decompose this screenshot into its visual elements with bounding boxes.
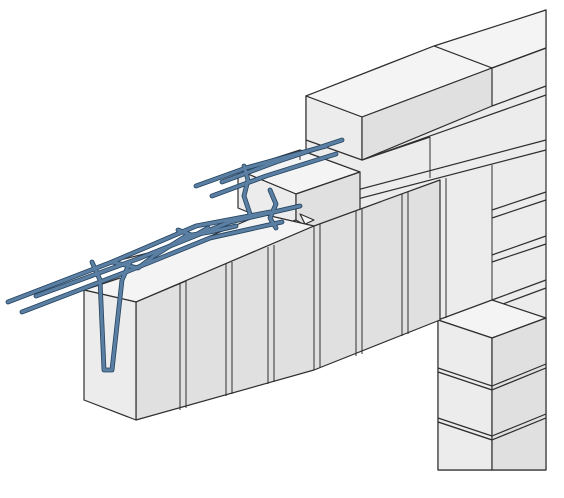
reinforcement-ladder [5,137,345,373]
main-block-course [83,178,447,421]
